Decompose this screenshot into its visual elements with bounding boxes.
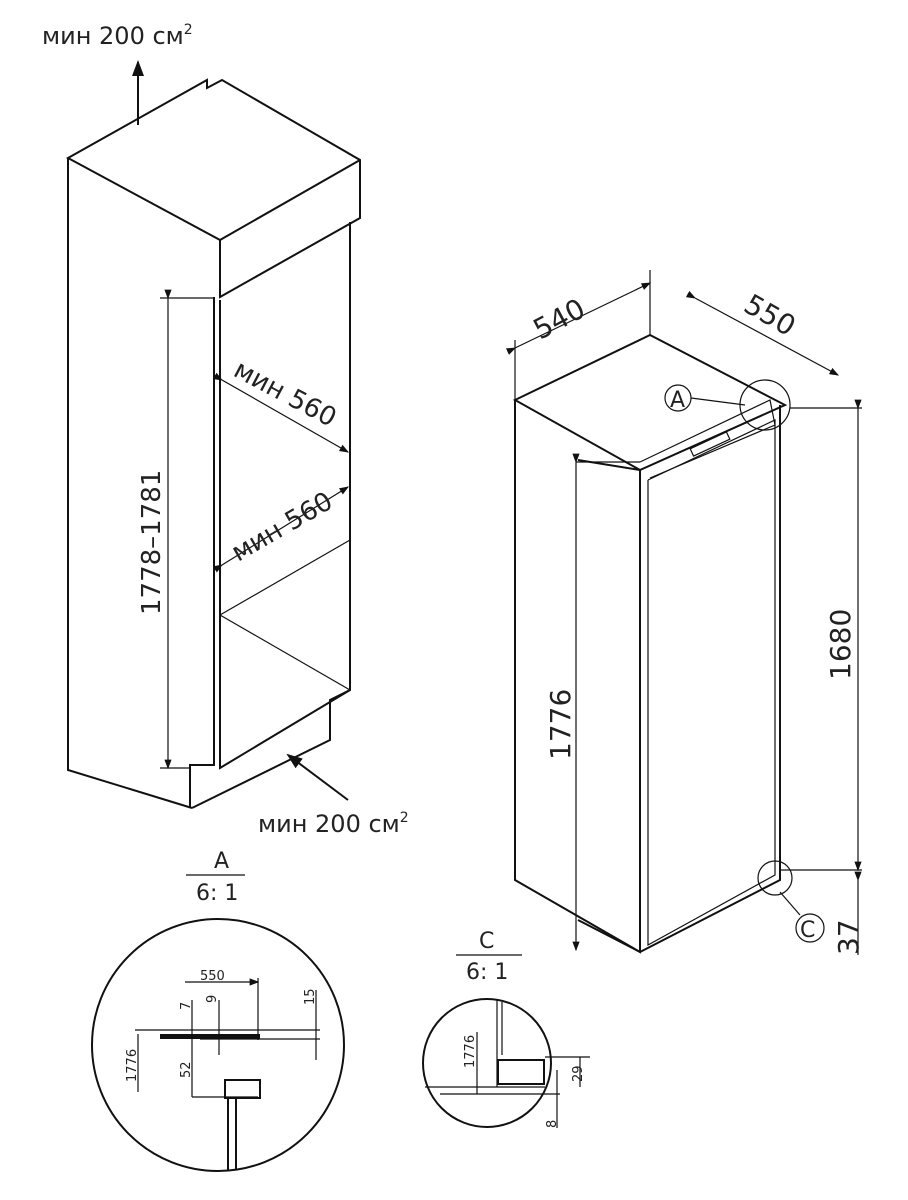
vent-bottom-arrow (286, 753, 349, 801)
detail-c-dim-1776: 1776 (463, 1035, 478, 1068)
width-label: 540 (528, 292, 591, 346)
detail-a-name: A (214, 849, 229, 874)
vent-bottom-label: мин 200 см2 (258, 810, 409, 838)
detail-c-circle (757, 860, 793, 896)
detail-a-dim-52: 52 (179, 1061, 194, 1078)
cabinet-drawing: мин 200 см2 мин 200 см2 1778–1781 мин 56… (42, 22, 409, 838)
cabinet-niche (219, 300, 351, 770)
appliance-top (512, 333, 788, 472)
depth-label-2: мин 560 (227, 486, 338, 568)
detail-a-dim-9: 9 (205, 995, 220, 1003)
niche-height-label: 1778–1781 (137, 470, 167, 615)
detail-c: C 6: 1 1776 29 8 (422, 929, 590, 1128)
detail-c-dim-29: 29 (571, 1065, 586, 1082)
detail-a-dim-15: 15 (303, 988, 318, 1005)
vent-top-label: мин 200 см2 (42, 22, 193, 50)
detail-c-dim-8: 8 (545, 1120, 560, 1128)
bottom-gap-label: 37 (832, 919, 865, 955)
detail-c-name: C (479, 929, 494, 954)
detail-c-scale: 6: 1 (466, 960, 508, 985)
detail-a-dim-1776: 1776 (125, 1049, 140, 1082)
detail-a-dim-7: 7 (179, 1002, 194, 1010)
hinge-height-label: 1680 (824, 609, 857, 680)
callout-a: A (670, 388, 685, 413)
detail-a-dim-550: 550 (200, 969, 225, 984)
callout-c: C (800, 918, 815, 943)
detail-a: A 6: 1 550 7 9 15 1776 52 (91, 849, 345, 1172)
height-label: 1776 (544, 689, 577, 760)
depth-label: 550 (739, 287, 802, 342)
detail-a-circle (739, 379, 791, 431)
detail-a-scale: 6: 1 (196, 881, 238, 906)
cabinet-top (65, 78, 361, 299)
cabinet-side (67, 158, 193, 809)
appliance-drawing: 540 550 A 1680 37 C 1776 (505, 270, 865, 955)
